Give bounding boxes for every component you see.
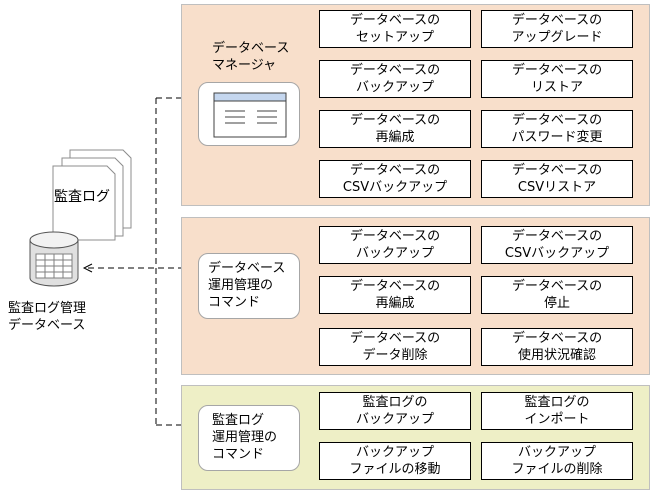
database-commands-title-line3: コマンド (208, 295, 261, 310)
button-text-line2: バックアップ (355, 412, 434, 427)
cmd-db-stop-button[interactable]: データベースの 停止 (481, 276, 633, 314)
cmd-db-usage-check-button[interactable]: データベースの 使用状況確認 (481, 328, 633, 366)
cmd-db-data-delete-button[interactable]: データベースの データ削除 (319, 328, 471, 366)
button-text-line1: バックアップ (355, 445, 434, 460)
button-text-line2: アップグレード (511, 30, 603, 45)
db-setup-button[interactable]: データベースの セットアップ (319, 10, 471, 48)
button-text-line1: データベースの (349, 113, 441, 128)
audit-log-import-button[interactable]: 監査ログの インポート (481, 392, 633, 430)
database-manager-icon-frame (198, 82, 300, 146)
database-label-line2: データベース (8, 318, 86, 333)
button-text-line1: データベースの (349, 163, 441, 178)
button-text-line1: バックアップ (517, 445, 596, 460)
db-reorganize-button[interactable]: データベースの 再編成 (319, 110, 471, 148)
button-text-line2: バックアップ (355, 246, 434, 261)
db-restore-button[interactable]: データベースの リストア (481, 60, 633, 98)
button-text-line2: 停止 (543, 296, 570, 311)
document-stack-icon (52, 149, 132, 241)
audit-log-commands-title-line2: 運用管理の (212, 430, 278, 445)
button-text-line1: データベースの (511, 331, 603, 346)
audit-log-commands-title-line3: コマンド (212, 447, 265, 462)
database-icon (29, 231, 79, 287)
database-commands-title-box (198, 253, 300, 319)
audit-log-backup-button[interactable]: 監査ログの バックアップ (319, 392, 471, 430)
button-text-line1: データベースの (511, 13, 603, 28)
button-text-line2: インポート (524, 412, 590, 427)
button-text-line1: データベースの (511, 279, 603, 294)
button-text-line2: データ削除 (362, 348, 428, 363)
button-text-line1: 監査ログの (362, 395, 428, 410)
button-text-line1: データベースの (349, 13, 441, 28)
audit-log-commands-title-box (198, 405, 300, 471)
cmd-db-backup-button[interactable]: データベースの バックアップ (319, 226, 471, 264)
button-text-line1: データベースの (511, 113, 603, 128)
button-text-line1: データベースの (349, 63, 441, 78)
button-text-line2: ファイルの削除 (511, 462, 603, 477)
audit-log-commands-title-line1: 監査ログ (212, 413, 265, 428)
db-csv-backup-button[interactable]: データベースの CSVバックアップ (319, 160, 471, 198)
database-manager-title-line1: データベース (212, 41, 290, 56)
button-text-line2: バックアップ (355, 80, 434, 95)
button-text-line2: パスワード変更 (511, 130, 603, 145)
button-text-line1: データベースの (511, 63, 603, 78)
audit-log-document-stack: 監査ログ (48, 146, 138, 246)
database-commands-title-line2: 運用管理の (208, 278, 274, 293)
window-icon (213, 92, 287, 138)
button-text-line1: データベースの (511, 163, 603, 178)
button-text-line2: CSVリストア (517, 180, 597, 195)
button-text-line2: リストア (530, 80, 583, 95)
audit-log-database (28, 230, 80, 290)
button-text-line2: CSVバックアップ (504, 246, 610, 261)
button-text-line1: データベースの (349, 279, 441, 294)
button-text-line1: データベースの (511, 229, 603, 244)
database-commands-title-line1: データベース (208, 261, 286, 276)
db-upgrade-button[interactable]: データベースの アップグレード (481, 10, 633, 48)
backup-file-delete-button[interactable]: バックアップ ファイルの削除 (481, 442, 633, 480)
document-label: 監査ログ (54, 189, 110, 205)
button-text-line1: データベースの (349, 229, 441, 244)
arrow-head-icon (82, 263, 93, 273)
button-text-line2: 再編成 (375, 296, 415, 311)
cmd-db-reorganize-button[interactable]: データベースの 再編成 (319, 276, 471, 314)
database-manager-title-line2: マネージャ (212, 58, 277, 73)
button-text-line2: セットアップ (355, 30, 434, 45)
db-backup-button[interactable]: データベースの バックアップ (319, 60, 471, 98)
db-csv-restore-button[interactable]: データベースの CSVリストア (481, 160, 633, 198)
button-text-line2: CSVバックアップ (342, 180, 448, 195)
button-text-line2: 使用状況確認 (517, 348, 596, 363)
backup-file-move-button[interactable]: バックアップ ファイルの移動 (319, 442, 471, 480)
button-text-line1: 監査ログの (524, 395, 590, 410)
button-text-line2: 再編成 (375, 130, 415, 145)
button-text-line1: データベースの (349, 331, 441, 346)
button-text-line2: ファイルの移動 (349, 462, 441, 477)
database-label-line1: 監査ログ管理 (8, 301, 87, 316)
cmd-db-csv-backup-button[interactable]: データベースの CSVバックアップ (481, 226, 633, 264)
db-password-change-button[interactable]: データベースの パスワード変更 (481, 110, 633, 148)
